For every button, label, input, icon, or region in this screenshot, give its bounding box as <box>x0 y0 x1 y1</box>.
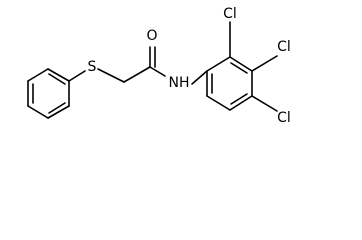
atom-nitrogen-hydrogen: NH <box>169 75 190 91</box>
bond-n-ring <box>191 70 208 85</box>
atom-chlorine-5: Cl <box>277 110 291 126</box>
atom-chlorine-4: Cl <box>277 39 291 55</box>
double-bond-inner <box>230 93 248 105</box>
bond <box>206 95 231 111</box>
atom-sulfur: S <box>88 59 97 75</box>
double-bond-inner <box>230 62 248 74</box>
chemical-structure: S O NH Cl Cl Cl <box>27 6 291 126</box>
atom-chlorine-2: Cl <box>223 6 237 22</box>
bond <box>229 95 253 111</box>
bond-s-ch2 <box>97 68 125 83</box>
double-bond-inner <box>48 102 66 114</box>
bond-ch2-c <box>123 66 151 83</box>
bond <box>47 105 70 119</box>
bond <box>206 56 231 72</box>
bond-ring-cl5 <box>251 95 278 112</box>
bond <box>27 68 49 82</box>
atom-oxygen: O <box>146 28 157 44</box>
bond <box>229 56 253 72</box>
double-bond-inner <box>48 73 66 85</box>
bond <box>27 105 49 119</box>
bond-ring-s <box>68 70 86 82</box>
bond-ring-cl4 <box>251 55 278 72</box>
bond <box>47 68 70 82</box>
trichlorophenyl-ring <box>206 21 278 112</box>
bond-c-n <box>149 66 166 77</box>
chain <box>68 46 208 85</box>
phenyl-ring <box>27 68 70 119</box>
atom-labels: S O NH Cl Cl Cl <box>88 6 291 126</box>
